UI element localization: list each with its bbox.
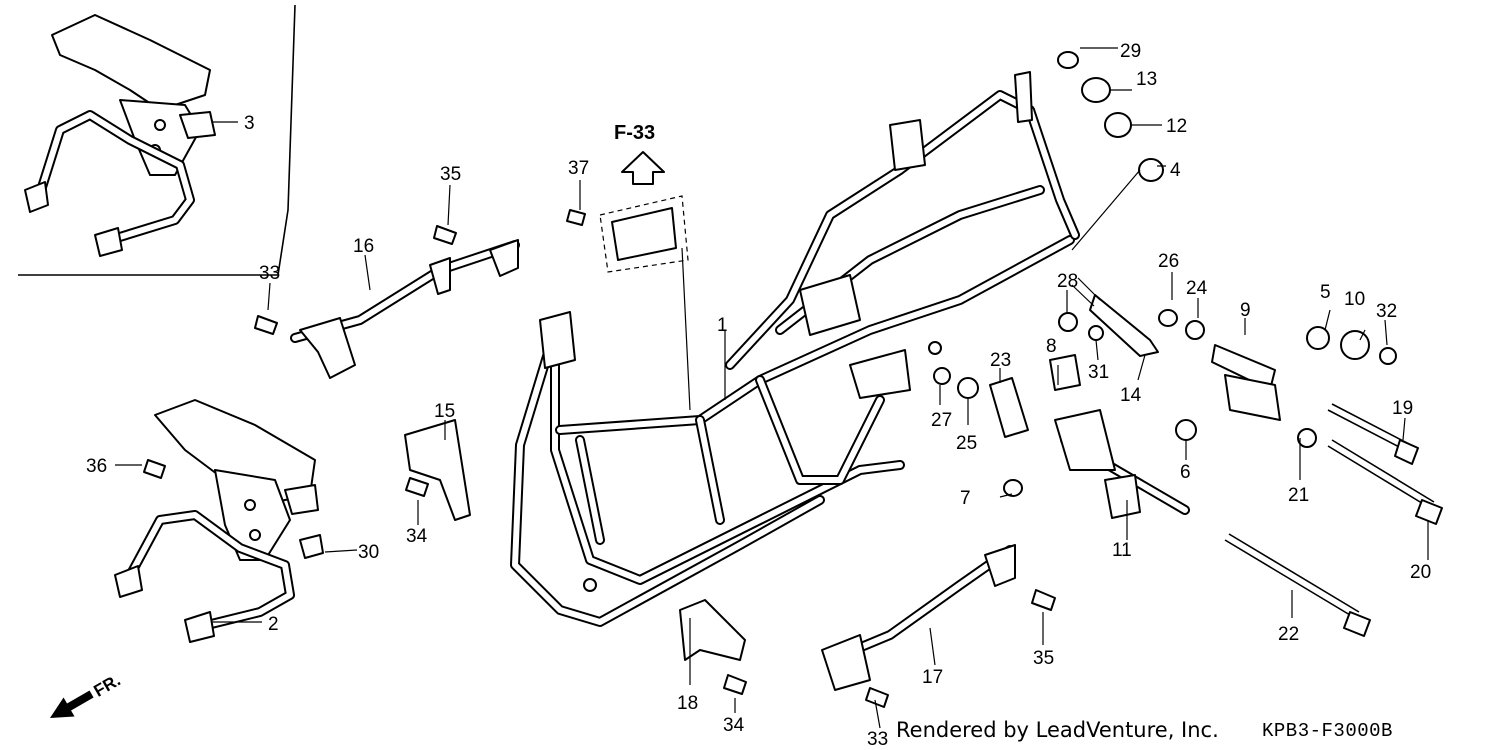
callout-19: 19 (1392, 398, 1413, 419)
callout-30: 30 (358, 542, 379, 563)
front-direction-label: FR. (91, 671, 124, 701)
callout-12: 12 (1166, 116, 1187, 137)
callout-4: 4 (1170, 160, 1181, 181)
upper-bracket-drawing (290, 239, 520, 379)
callout-33b: 33 (867, 729, 888, 750)
callout-21: 21 (1288, 485, 1309, 506)
f33-arrow (621, 151, 665, 185)
lower-bracket-17-drawing (821, 544, 1016, 691)
callout-9: 9 (1240, 300, 1251, 321)
callout-24: 24 (1186, 278, 1208, 299)
leader-lines (115, 47, 1429, 729)
front-direction-indicator: FR. (50, 671, 124, 718)
bracket-18-drawing (679, 599, 746, 661)
callout-35b: 35 (1033, 648, 1054, 669)
callout-18: 18 (677, 693, 698, 714)
callout-15: 15 (434, 401, 455, 422)
diagram-code: KPB3-F3000B (1262, 720, 1393, 742)
callout-27: 27 (931, 410, 952, 431)
callout-5: 5 (1320, 282, 1331, 303)
callout-28: 28 (1057, 271, 1078, 292)
callout-10: 10 (1344, 289, 1365, 310)
callout-25: 25 (956, 433, 977, 454)
callout-20: 20 (1410, 562, 1431, 583)
callout-8: 8 (1046, 336, 1057, 357)
callout-16: 16 (353, 236, 374, 257)
callout-36: 36 (86, 456, 107, 477)
callout-31: 31 (1088, 362, 1109, 383)
callout-32: 32 (1376, 301, 1397, 322)
callout-6: 6 (1180, 462, 1191, 483)
credit-text: Rendered by LeadVenture, Inc. (896, 718, 1219, 742)
callout-33a: 33 (259, 263, 280, 284)
callout-1: 1 (717, 315, 728, 336)
plate-15-drawing (404, 419, 471, 521)
callout-3: 3 (244, 113, 255, 134)
callout-22: 22 (1278, 624, 1299, 645)
callout-14: 14 (1120, 385, 1142, 406)
callout-34a: 34 (406, 526, 428, 547)
callout-labels: 1 2 3 4 5 6 7 8 9 10 11 12 13 14 15 16 1… (86, 41, 1431, 750)
callout-26: 26 (1158, 251, 1179, 272)
callout-23: 23 (990, 350, 1011, 371)
long-bolts-drawing (1224, 403, 1443, 637)
front-bracket-drawing (114, 399, 319, 643)
callout-17: 17 (922, 667, 943, 688)
front-direction-arrow (50, 690, 94, 718)
callout-7: 7 (960, 488, 971, 509)
callout-11: 11 (1112, 540, 1132, 561)
callout-34b: 34 (723, 715, 745, 736)
main-frame-drawing (510, 71, 1080, 627)
emblem-plate-outline (599, 195, 689, 273)
callout-35a: 35 (440, 164, 461, 185)
small-bolts-drawing (143, 209, 1056, 708)
inset-panel-border (18, 4, 296, 276)
callout-29: 29 (1120, 41, 1141, 62)
callout-13: 13 (1136, 69, 1157, 90)
reference-label-f33: F-33 (614, 122, 655, 144)
hardware-drawings (933, 51, 1397, 497)
callout-2: 2 (268, 614, 279, 635)
front-bracket-inset-drawing (24, 14, 216, 257)
callout-37: 37 (568, 158, 589, 179)
emblem-plate (611, 207, 677, 261)
pivot-assembly-drawing (1054, 277, 1281, 519)
